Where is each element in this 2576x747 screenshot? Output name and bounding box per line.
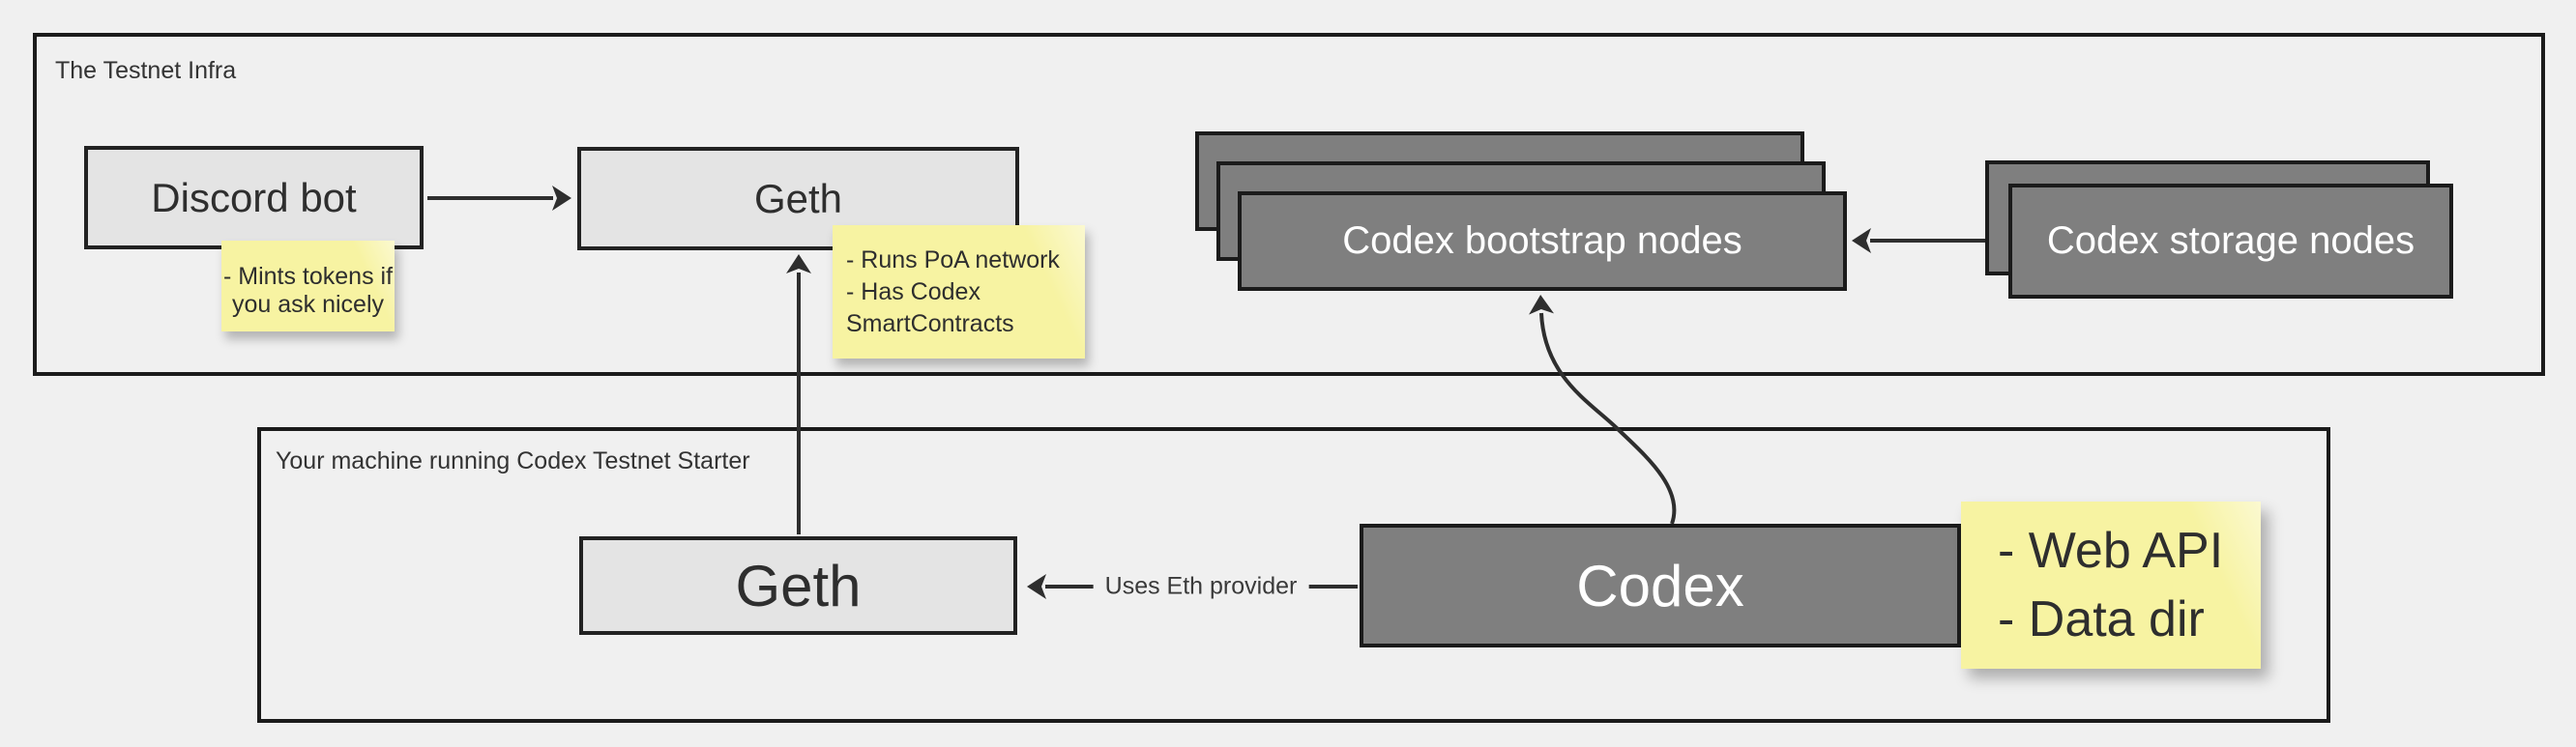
container-your-machine-label: Your machine running Codex Testnet Start…: [276, 447, 750, 474]
node-discord-bot-label: Discord bot: [151, 174, 357, 220]
node-codex-storage-nodes: Codex storage nodes: [2008, 184, 2453, 299]
sticky-note-line: - Data dir: [1998, 591, 2205, 647]
node-codex-bootstrap-nodes: Codex bootstrap nodes: [1238, 191, 1847, 291]
sticky-note-runs-poa: - Runs PoA network - Has Codex SmartCont…: [833, 225, 1085, 359]
sticky-note-line: - Has Codex: [846, 278, 981, 305]
node-codex-storage-nodes-label: Codex storage nodes: [2046, 219, 2415, 262]
sticky-note-line: - Web API: [1998, 523, 2224, 579]
edge-codex-to-bootstrap-curved-arrow: [1529, 295, 1677, 525]
container-testnet-infra-label: The Testnet Infra: [55, 57, 237, 84]
container-your-machine: Your machine running Codex Testnet Start…: [257, 427, 2330, 723]
sticky-note-line: you ask nicely: [231, 291, 385, 318]
node-codex-bootstrap-nodes-label: Codex bootstrap nodes: [1342, 219, 1742, 262]
sticky-note-web-api: - Web API - Data dir: [1961, 502, 2261, 669]
sticky-note-mints-tokens: - Mints tokens if you ask nicely: [221, 241, 395, 331]
node-codex-label: Codex: [1576, 553, 1744, 618]
node-discord-bot: Discord bot: [84, 146, 424, 249]
node-geth-infra: Geth: [577, 147, 1019, 250]
node-geth-local: Geth: [579, 536, 1017, 635]
edge-label-uses-eth-provider: Uses Eth provider: [1093, 572, 1309, 601]
node-geth-infra-label: Geth: [753, 175, 843, 221]
node-codex: Codex: [1360, 524, 1961, 647]
sticky-note-line: SmartContracts: [846, 310, 1014, 337]
sticky-note-line: - Mints tokens if: [222, 263, 394, 290]
node-geth-local-label: Geth: [735, 553, 862, 618]
container-testnet-infra: The Testnet Infra: [33, 33, 2545, 376]
sticky-note-line: - Runs PoA network: [846, 246, 1060, 273]
